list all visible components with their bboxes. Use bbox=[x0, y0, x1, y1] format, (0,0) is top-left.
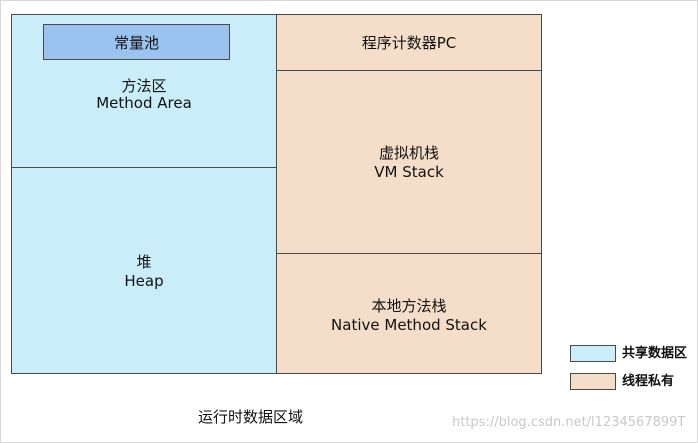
pc-register-label: 程序计数器PC bbox=[361, 34, 457, 52]
vm-stack-label-en: VM Stack bbox=[374, 163, 444, 181]
heap-label-en: Heap bbox=[124, 272, 164, 290]
vm-stack-label-cn: 虚拟机栈 bbox=[378, 144, 439, 162]
diagram-caption: 运行时数据区域 bbox=[198, 408, 304, 426]
native-method-stack-box: 本地方法栈 Native Method Stack bbox=[276, 253, 542, 374]
native-stack-label-cn: 本地方法栈 bbox=[371, 297, 447, 315]
legend-shared-swatch bbox=[570, 345, 616, 362]
pc-register-box: 程序计数器PC bbox=[276, 14, 542, 71]
method-area-label-en: Method Area bbox=[96, 94, 192, 112]
method-area-label-cn: 方法区 bbox=[121, 77, 167, 95]
constant-pool-box: 常量池 bbox=[43, 24, 230, 60]
legend-private-swatch bbox=[570, 373, 616, 390]
vm-stack-box: 虚拟机栈 VM Stack bbox=[276, 70, 542, 254]
heap-box: 堆 Heap bbox=[11, 167, 277, 374]
legend-private-label: 线程私有 bbox=[622, 374, 675, 389]
watermark: https://blog.csdn.net/l1234567899T bbox=[452, 415, 686, 430]
heap-label-cn: 堆 bbox=[136, 253, 152, 271]
constant-pool-label: 常量池 bbox=[113, 33, 159, 52]
native-stack-label-en: Native Method Stack bbox=[331, 316, 487, 334]
legend-shared-label: 共享数据区 bbox=[622, 346, 688, 361]
